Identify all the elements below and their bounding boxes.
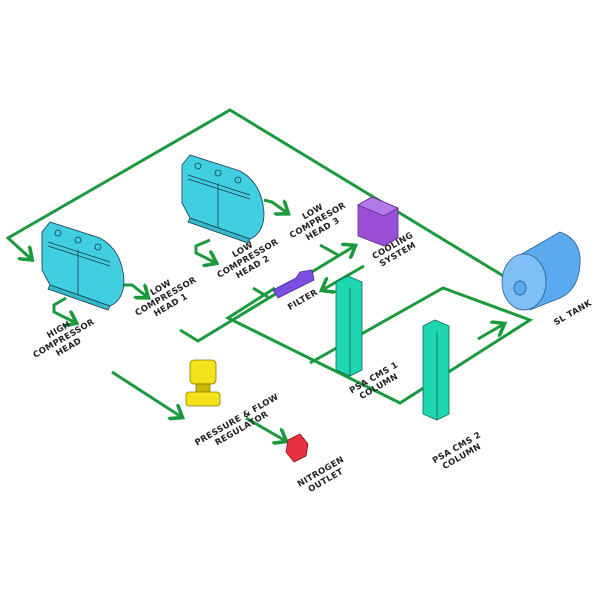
- head3-pipe: [263, 198, 286, 212]
- to-outlet-pipe: [245, 416, 284, 440]
- psa-column-1-icon: [335, 275, 363, 377]
- filter-icon: [272, 269, 315, 299]
- sl-tank-label: SL TANK: [552, 298, 593, 328]
- psa-column-2-icon: [422, 319, 450, 421]
- high-head-out-pipe: [52, 296, 74, 322]
- return-loop-pipe: [5, 108, 511, 282]
- nitrogen-outlet-label: NITROGENOUTLET: [296, 455, 351, 498]
- to-regulator-pipe: [111, 370, 180, 416]
- low-compressor-icon: [181, 154, 265, 244]
- nitrogen-outlet-icon: [285, 433, 309, 463]
- pipes: [5, 108, 534, 440]
- sl-tank-icon: [501, 231, 581, 311]
- labels: HIGHCOMPRESSORHEAD LOWCOMPRESSORHEAD 1 L…: [32, 192, 594, 498]
- pressure-regulator-icon: [185, 359, 221, 407]
- low-head-1-label: LOWCOMPRESSORHEAD 1: [129, 267, 204, 328]
- cooling-to-filter-pipe: [324, 264, 365, 289]
- head2-pipe: [194, 238, 214, 262]
- psa-loop-pipe: [224, 286, 534, 405]
- psa2-label: PSA CMS 2COLUMN: [431, 430, 488, 474]
- head3-join-pipe: [319, 243, 339, 257]
- to-tank-pipe: [477, 325, 502, 341]
- high-compressor-icon: [41, 221, 125, 311]
- low-head-3-label: LOWCOMPRESORHEAD 3: [283, 192, 353, 250]
- cooling-system-icon: [357, 196, 399, 247]
